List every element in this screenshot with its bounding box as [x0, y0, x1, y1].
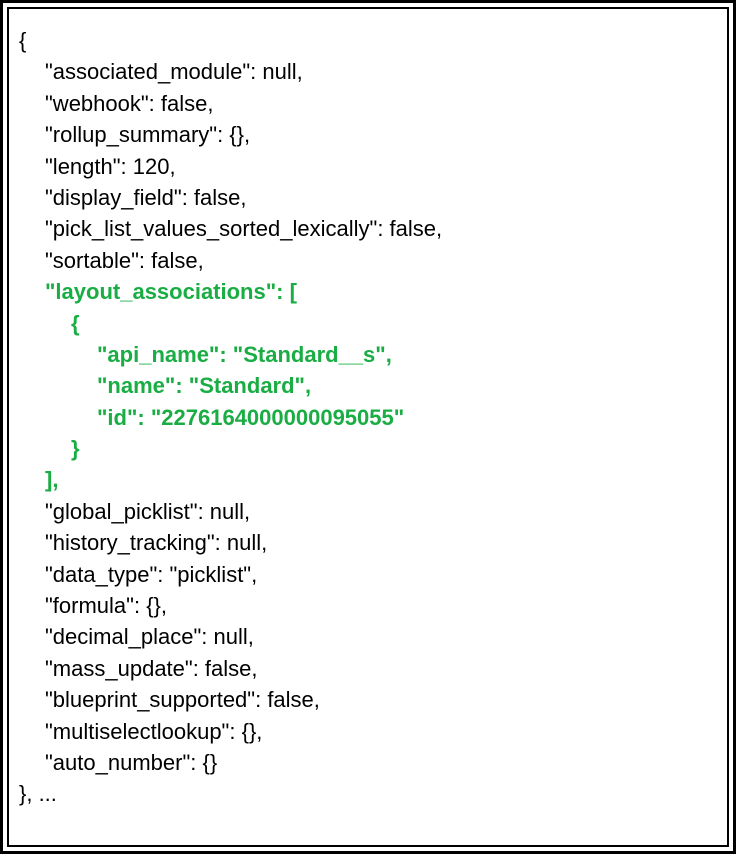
code-line-open-brace: { [19, 28, 27, 53]
code-line-layout-associations: "layout_associations": [ [45, 279, 297, 305]
code-line-decimal-place: "decimal_place": null, [45, 624, 254, 650]
code-line-mass-update: "mass_update": false, [45, 655, 258, 681]
code-line-close-brace: }, ... [19, 781, 57, 807]
code-line-multiselectlookup: "multiselectlookup": {}, [45, 718, 263, 744]
code-line-rollup-summary: "rollup_summary": {}, [45, 122, 251, 148]
code-line-auto-number: "auto_number": {} [45, 749, 218, 775]
code-line-webhook: "webhook": false, [45, 90, 214, 116]
code-line-display-field: "display_field": false, [45, 184, 247, 210]
code-line-length: "length": 120, [45, 153, 176, 179]
json-code-block: { "associated_module": null, "webhook": … [19, 25, 719, 810]
code-line-pick-list-sorted: "pick_list_values_sorted_lexically": fal… [45, 216, 443, 242]
code-line-associated-module: "associated_module": null, [45, 59, 303, 85]
code-line-id: "id": "2276164000000095055" [97, 404, 405, 430]
code-line-array-close: ], [45, 467, 59, 493]
inner-border: { "associated_module": null, "webhook": … [7, 7, 729, 847]
code-line-sortable: "sortable": false, [45, 247, 204, 273]
code-line-data-type: "data_type": "picklist", [45, 561, 258, 587]
code-line-history-tracking: "history_tracking": null, [45, 530, 268, 556]
code-line-global-picklist: "global_picklist": null, [45, 498, 251, 524]
code-line-name: "name": "Standard", [97, 373, 312, 399]
code-line-object-close: } [71, 436, 80, 462]
code-line-formula: "formula": {}, [45, 593, 168, 619]
code-line-api-name: "api_name": "Standard__s", [97, 341, 392, 367]
code-line-blueprint-supported: "blueprint_supported": false, [45, 687, 320, 713]
code-line-object-open: { [71, 310, 80, 336]
